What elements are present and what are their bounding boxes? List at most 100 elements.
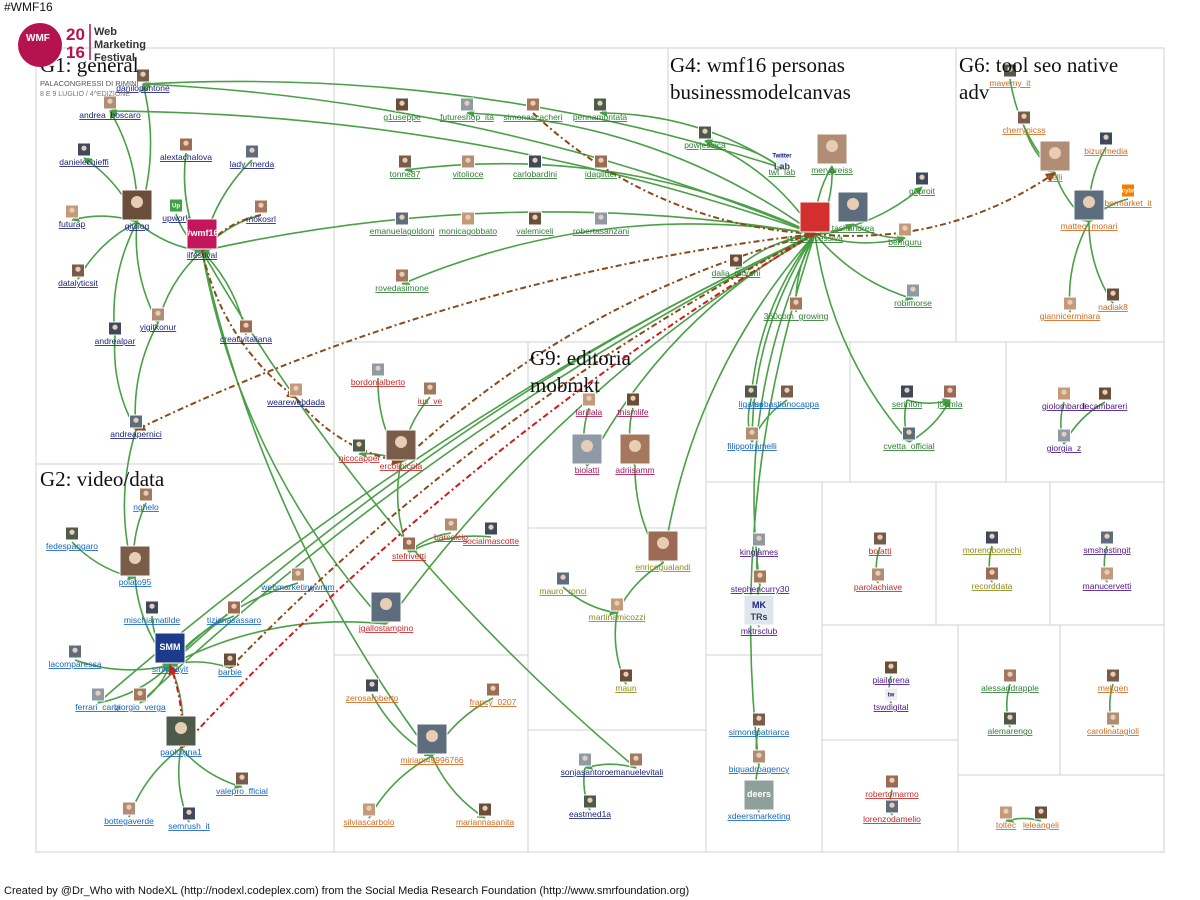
node-joomla[interactable]: joomla (936, 384, 963, 409)
node-mauro_ronci[interactable]: mauro_ronci (539, 571, 587, 596)
node-alextachalova[interactable]: alextachalova (160, 137, 212, 162)
node-wearewebdada[interactable]: wearewebdada (266, 382, 325, 407)
node-leleangeli[interactable]: leleangeli (1023, 805, 1059, 830)
node-lecambareri[interactable]: lecambareri (1083, 386, 1128, 411)
node-mariannasanita[interactable]: mariannasanita (456, 802, 514, 827)
node-mavemy_it[interactable]: mavemy_it (989, 63, 1031, 88)
node-giolombardi[interactable]: giolombardi (1042, 386, 1086, 411)
node-goproit[interactable]: goproit (909, 171, 936, 196)
node-maun[interactable]: maun (615, 668, 637, 693)
node-bemguru[interactable]: bemguru (888, 222, 922, 247)
node-giannicerminara[interactable]: giannicerminara (1040, 296, 1101, 321)
node-manucervetti[interactable]: manucervetti (1083, 566, 1132, 591)
node-idaglitter[interactable]: idaglitter (585, 154, 617, 179)
node-boiatti[interactable]: boiatti (869, 531, 892, 556)
node-nicocappel[interactable]: nicocappel (339, 438, 380, 463)
node-lorenzodamelio[interactable]: lorenzodamelio (863, 799, 921, 824)
node-emanuelagoldoni[interactable]: emanuelagoldoni (370, 211, 435, 236)
node-andrealpar[interactable]: andrealpar (95, 321, 136, 346)
node-andrea_boscaro[interactable]: andrea_boscaro (79, 95, 141, 120)
node-pagsuccessiva[interactable]: pagsuccessiva (787, 201, 843, 243)
node-polato95[interactable]: polato95 (119, 545, 152, 587)
node-giorgia_z[interactable]: giorgia_z (1047, 428, 1082, 453)
node-360com_growing[interactable]: 360com_growing (764, 296, 829, 321)
node-eastmed1a[interactable]: eastmed1a (569, 794, 611, 819)
node-stephencurry30[interactable]: stephencurry30 (731, 569, 790, 594)
node-sonjasantoro[interactable]: sonjasantoro (561, 752, 610, 777)
node-serinfon[interactable]: serinfon (892, 384, 923, 409)
node-emanuelevitali[interactable]: emanuelevitali (609, 752, 663, 777)
node-tashandrea[interactable]: tashandrea (832, 191, 875, 233)
node-cherrypicss[interactable]: cherrypicss (1003, 110, 1046, 135)
node-francy_0207[interactable]: francy_0207 (470, 682, 517, 707)
node-andreapernici[interactable]: andreapernici (110, 414, 162, 439)
node-g1useppe[interactable]: g1useppe (383, 97, 421, 122)
node-recorddata[interactable]: recorddata (972, 566, 1013, 591)
node-silviascarbolo[interactable]: silviascarbolo (343, 802, 395, 827)
node-powjessica[interactable]: powjessica (684, 125, 726, 150)
node-ferrari_carla[interactable]: ferrari_carla (75, 687, 121, 712)
node-sebastianocappa[interactable]: sebastianocappa (755, 384, 820, 409)
node-stefrivetti[interactable]: stefrivetti (392, 536, 426, 561)
node-yigitkonur[interactable]: yigitkonur (140, 307, 177, 332)
node-futurap[interactable]: futurap (59, 204, 86, 229)
node-mekgen[interactable]: mekgen (1098, 668, 1129, 693)
node-matteo_monari[interactable]: matteo_monari (1061, 189, 1118, 231)
node-vitolioce[interactable]: vitolioce (453, 154, 484, 179)
node-rovedasimone[interactable]: rovedasimone (375, 268, 429, 293)
node-bordonialberto[interactable]: bordonialberto (351, 362, 406, 387)
node-robertasanzani[interactable]: robertasanzani (573, 211, 629, 236)
node-pennamontata[interactable]: pennamontata (573, 97, 628, 122)
node-bizupmedia[interactable]: bizupmedia (1084, 131, 1128, 156)
node-giorgio_verga[interactable]: giorgio_verga (114, 687, 166, 712)
node-carolinatagioli[interactable]: carolinatagioli (1087, 711, 1139, 736)
node-merygreiss[interactable]: merygreiss (811, 133, 853, 175)
node-jgallostampino[interactable]: jgallostampino (358, 591, 414, 633)
node-ius_ve[interactable]: ius_ve (418, 381, 443, 406)
node-nelli[interactable]: nelli (1039, 140, 1071, 182)
node-valemiceli[interactable]: valemiceli (516, 211, 554, 236)
node-biolatti[interactable]: biolatti (571, 433, 603, 475)
node-lady_merda[interactable]: lady_merda (230, 144, 275, 169)
node-nghelo[interactable]: nghelo (133, 487, 159, 512)
node-tizianasassaro[interactable]: tizianasassaro (207, 600, 262, 625)
node-filippotramelli[interactable]: filippotramelli (727, 426, 777, 451)
node-ercolinicola[interactable]: ercolinicola (380, 429, 423, 471)
node-danielechieffi[interactable]: danielechieffi (59, 142, 109, 167)
node-fedespangaro[interactable]: fedespangaro (46, 526, 98, 551)
node-smshostingit[interactable]: smshostingit (1083, 530, 1131, 555)
node-monicagobbato[interactable]: monicagobbato (439, 211, 497, 236)
node-futureshop_ita[interactable]: futureshop_ita (440, 97, 494, 122)
node-lacomparessa[interactable]: lacomparessa (49, 644, 102, 669)
node-robertomarmo[interactable]: robertomarmo (865, 774, 919, 799)
node-alessandrapple[interactable]: alessandrapple (981, 668, 1039, 693)
node-adriisamm[interactable]: adriisamm (615, 433, 655, 475)
node-carlobardini[interactable]: carlobardini (513, 154, 557, 179)
node-cvetta_official[interactable]: cvetta_official (883, 426, 935, 451)
node-mischiamatilde[interactable]: mischiamatilde (124, 600, 180, 625)
node-socialmascotte[interactable]: socialmascotte (463, 521, 519, 546)
node-barcalcio[interactable]: barcalcio (434, 517, 468, 542)
node-toltec[interactable]: toltec (996, 805, 1017, 830)
node-giuliog[interactable]: giuliog (121, 189, 153, 231)
node-dalia_moroni[interactable]: dalia_moroni (712, 253, 761, 278)
node-creativitaliana[interactable]: creativitaliana (220, 319, 272, 344)
node-kingjames[interactable]: kingjames (740, 532, 778, 557)
node-paoloigna1[interactable]: paoloigna1 (160, 715, 202, 757)
node-mokosrl[interactable]: mokosrl (246, 199, 276, 224)
node-bottegaverde[interactable]: bottegaverde (104, 801, 154, 826)
node-miriam49996766[interactable]: miriam49996766 (400, 723, 464, 765)
node-webmarketingwmm[interactable]: webmarketingwmm (260, 567, 335, 592)
node-zerosaroberto[interactable]: zerosaroberto (346, 678, 399, 703)
node-biquadroagency[interactable]: biquadroagency (729, 749, 790, 774)
node-barbie[interactable]: barbie (218, 652, 242, 677)
node-larillala[interactable]: larillala (576, 392, 603, 417)
node-enricogualandi[interactable]: enricogualandi (635, 530, 691, 572)
node-nadiak8[interactable]: nadiak8 (1098, 287, 1128, 312)
